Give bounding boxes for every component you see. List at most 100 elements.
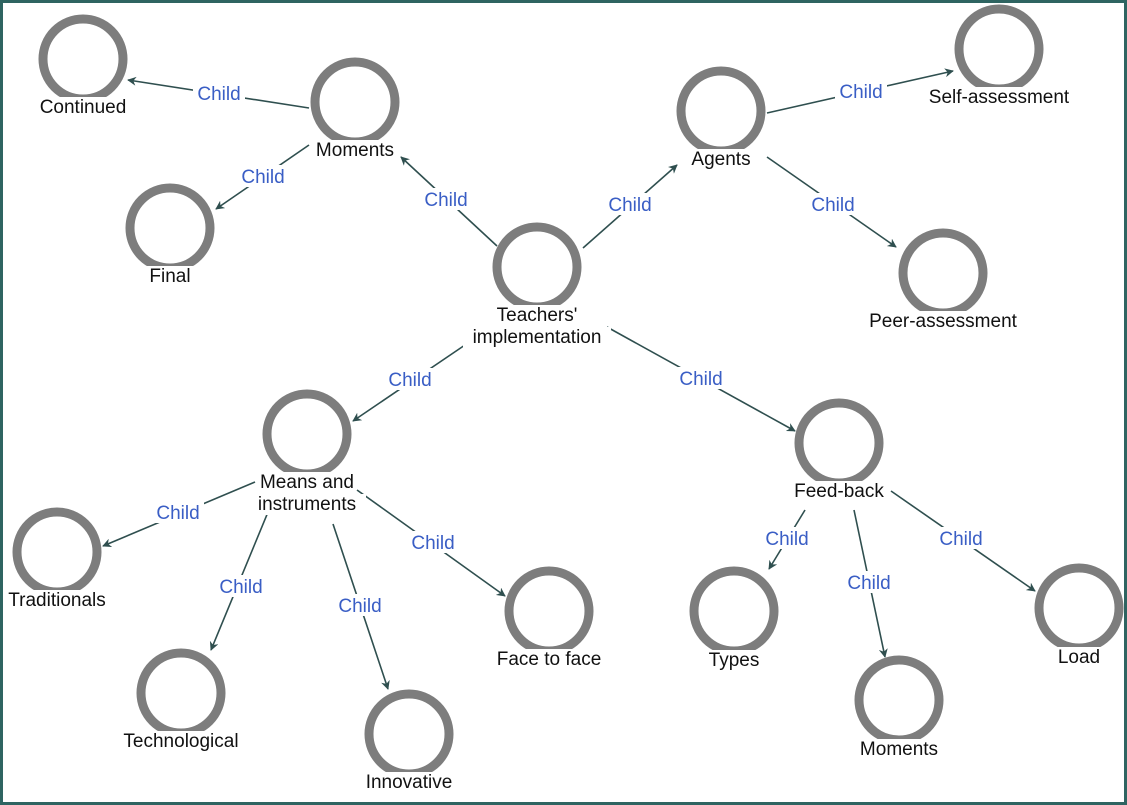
edge-means-to-technological: Child xyxy=(209,499,274,651)
edge-label: Child xyxy=(424,190,467,211)
node-moments1[interactable]: Moments xyxy=(310,57,400,161)
edge-label-background xyxy=(407,531,459,553)
edge-moments1-to-final: Child xyxy=(215,144,310,210)
edge-label-background xyxy=(604,193,656,215)
edge-means-to-face: Child xyxy=(356,489,506,597)
nodes-layer: Teachers'implementationMomentsContinuedF… xyxy=(3,4,1124,793)
edge-label-background xyxy=(761,527,813,549)
node-circle[interactable] xyxy=(38,14,128,104)
edge-teachers-to-agents: Child xyxy=(582,164,678,249)
node-label: Agents xyxy=(691,149,750,170)
node-types[interactable]: Types xyxy=(689,566,779,671)
node-label: implementation xyxy=(473,327,602,348)
node-circle[interactable] xyxy=(262,389,352,479)
edge-label: Child xyxy=(411,533,454,554)
edge-feedback-to-load: Child xyxy=(890,490,1036,592)
edge-label-background xyxy=(420,188,472,210)
edge-agents-to-self: Child xyxy=(766,68,954,114)
node-label: Innovative xyxy=(366,772,453,793)
node-circle[interactable] xyxy=(689,566,779,656)
node-label-background xyxy=(355,772,463,793)
node-label: Peer-assessment xyxy=(869,311,1018,332)
node-label: Face to face xyxy=(497,649,602,670)
edge-label-background xyxy=(935,527,987,549)
node-circle[interactable] xyxy=(1034,563,1124,653)
node-moments2[interactable]: Moments xyxy=(854,655,944,760)
node-innovative[interactable]: Innovative xyxy=(355,689,463,793)
node-final[interactable]: Final xyxy=(125,183,215,287)
edge-agents-to-peer: Child xyxy=(766,156,897,248)
node-label: Final xyxy=(149,266,190,287)
edge-label-background xyxy=(843,571,895,593)
node-circle[interactable] xyxy=(136,648,226,738)
edge-label: Child xyxy=(388,370,431,391)
edge-label-background xyxy=(215,575,267,597)
edge-label: Child xyxy=(608,195,651,216)
node-label-background xyxy=(141,266,199,287)
node-label: instruments xyxy=(258,494,356,515)
edge-label-background xyxy=(237,165,289,187)
node-label-background xyxy=(920,87,1078,108)
node-traditionals[interactable]: Traditionals xyxy=(3,507,121,611)
node-label-background xyxy=(3,590,121,611)
node-circle[interactable] xyxy=(492,222,582,312)
node-circle[interactable] xyxy=(898,228,988,318)
edge-label: Child xyxy=(241,167,284,188)
node-continued[interactable]: Continued xyxy=(34,14,132,118)
edge-label: Child xyxy=(939,529,982,550)
node-label: Continued xyxy=(40,97,127,118)
node-label: Traditionals xyxy=(8,590,106,611)
node-label: Load xyxy=(1058,647,1100,668)
node-label-background xyxy=(112,731,250,752)
edge-label: Child xyxy=(156,503,199,524)
edge-means-to-innovative: Child xyxy=(332,523,390,690)
node-label: Moments xyxy=(860,739,938,760)
node-circle[interactable] xyxy=(676,66,766,156)
node-circle[interactable] xyxy=(954,4,1044,94)
edge-teachers-to-moments1: Child xyxy=(400,156,498,247)
node-label-background xyxy=(488,305,586,326)
edge-label-background xyxy=(384,368,436,390)
node-circle[interactable] xyxy=(794,398,884,488)
node-face[interactable]: Face to face xyxy=(485,566,613,670)
node-circle[interactable] xyxy=(125,183,215,273)
node-label-background xyxy=(864,311,1022,332)
node-teachers[interactable]: Teachers'implementation xyxy=(463,222,611,348)
node-label: Teachers' xyxy=(497,305,578,326)
node-label-background xyxy=(248,494,366,515)
edge-label: Child xyxy=(839,82,882,103)
edge-moments1-to-continued: Child xyxy=(127,76,310,109)
node-label: Types xyxy=(709,650,760,671)
node-circle[interactable] xyxy=(12,507,102,597)
node-label-background xyxy=(790,481,888,502)
edge-label: Child xyxy=(219,577,262,598)
node-label-background xyxy=(316,140,394,161)
node-circle[interactable] xyxy=(504,566,594,656)
node-technological[interactable]: Technological xyxy=(112,648,250,752)
edge-label: Child xyxy=(197,84,240,105)
edge-label-background xyxy=(152,501,204,523)
node-load[interactable]: Load xyxy=(1034,563,1124,668)
edge-label-background xyxy=(193,82,245,104)
node-label: Moments xyxy=(316,140,394,161)
node-label-background xyxy=(34,97,132,118)
node-circle[interactable] xyxy=(364,689,454,779)
edge-teachers-to-means: Child xyxy=(352,344,466,422)
node-label-background xyxy=(860,739,938,760)
node-feedback[interactable]: Feed-back xyxy=(790,398,888,502)
node-label-background xyxy=(485,649,613,670)
edge-label: Child xyxy=(338,596,381,617)
edge-label-background xyxy=(675,367,727,389)
node-agents[interactable]: Agents xyxy=(676,66,766,170)
node-self[interactable]: Self-assessment xyxy=(920,4,1078,108)
node-peer[interactable]: Peer-assessment xyxy=(864,228,1022,332)
node-circle[interactable] xyxy=(310,57,400,147)
node-circle[interactable] xyxy=(854,655,944,745)
edge-means-to-traditionals: Child xyxy=(102,481,256,548)
node-label-background xyxy=(705,650,763,671)
edge-label-background xyxy=(835,80,887,102)
